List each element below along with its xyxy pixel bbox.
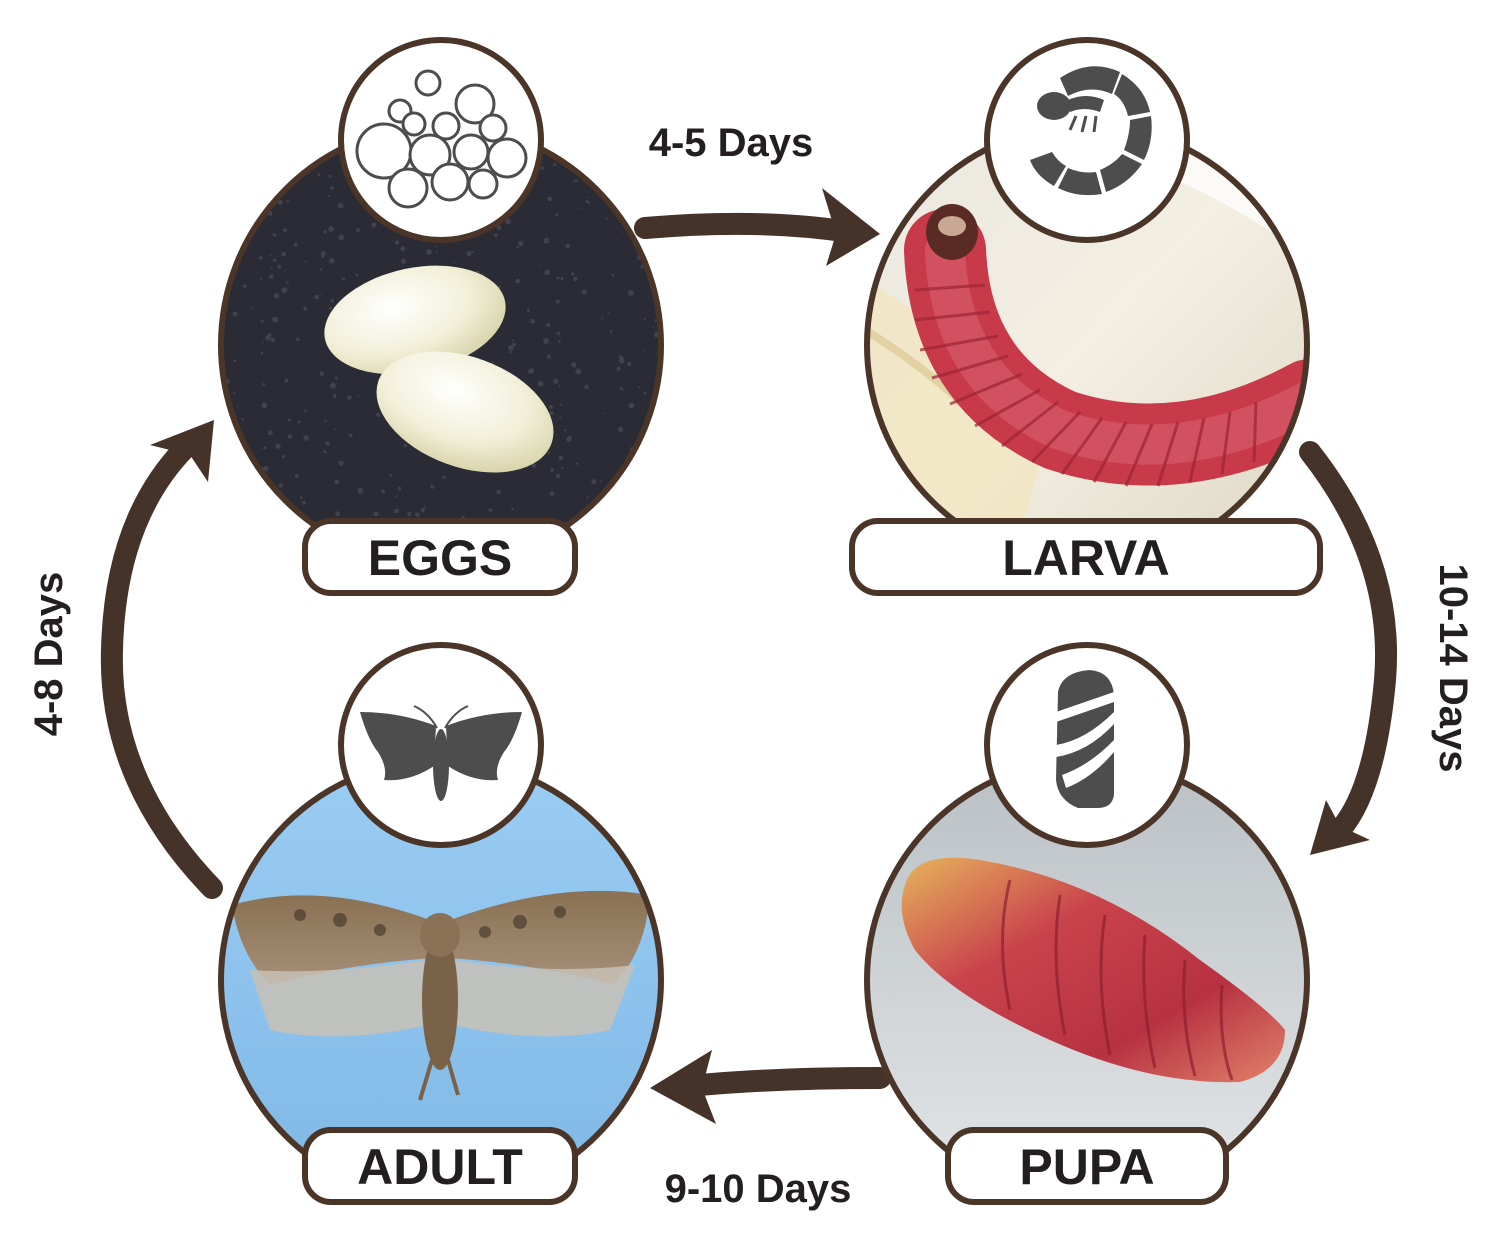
moth-icon (338, 642, 544, 848)
stage-larva: LARVA (849, 37, 1323, 596)
larva-body (904, 204, 1307, 487)
arrow-eggs-to-larva (634, 188, 880, 266)
pupa-label-pill: PUPA (945, 1127, 1229, 1205)
larva-label: LARVA (1002, 530, 1170, 586)
egg-lower (376, 351, 554, 473)
adult-label-pill: ADULT (302, 1127, 578, 1205)
duration-adult-to-eggs: 4-8 Days (27, 572, 71, 737)
arrow-pupa-to-adult (650, 1050, 891, 1124)
eggs-label: EGGS (368, 530, 512, 586)
eggs-label-pill: EGGS (302, 518, 578, 596)
pupa-icon (984, 642, 1190, 848)
duration-pupa-to-adult: 9-10 Days (665, 1167, 852, 1211)
egg-upper (324, 265, 506, 375)
duration-larva-to-pupa: 10-14 Days (1431, 563, 1475, 772)
stage-eggs: EGGS (218, 37, 664, 596)
stage-pupa: PUPA (864, 642, 1310, 1205)
eggs-icon (338, 37, 544, 243)
arrow-adult-to-eggs (100, 420, 223, 899)
larva-label-pill: LARVA (849, 518, 1323, 596)
stage-adult: ADULT (218, 642, 664, 1205)
moth-specimen (232, 890, 650, 1101)
adult-label: ADULT (357, 1139, 523, 1195)
duration-eggs-to-larva: 4-5 Days (649, 121, 814, 165)
arrow-larva-to-pupa (1299, 441, 1398, 855)
larva-icon (984, 37, 1190, 243)
pupa-body (901, 857, 1285, 1083)
pupa-label: PUPA (1019, 1139, 1154, 1195)
